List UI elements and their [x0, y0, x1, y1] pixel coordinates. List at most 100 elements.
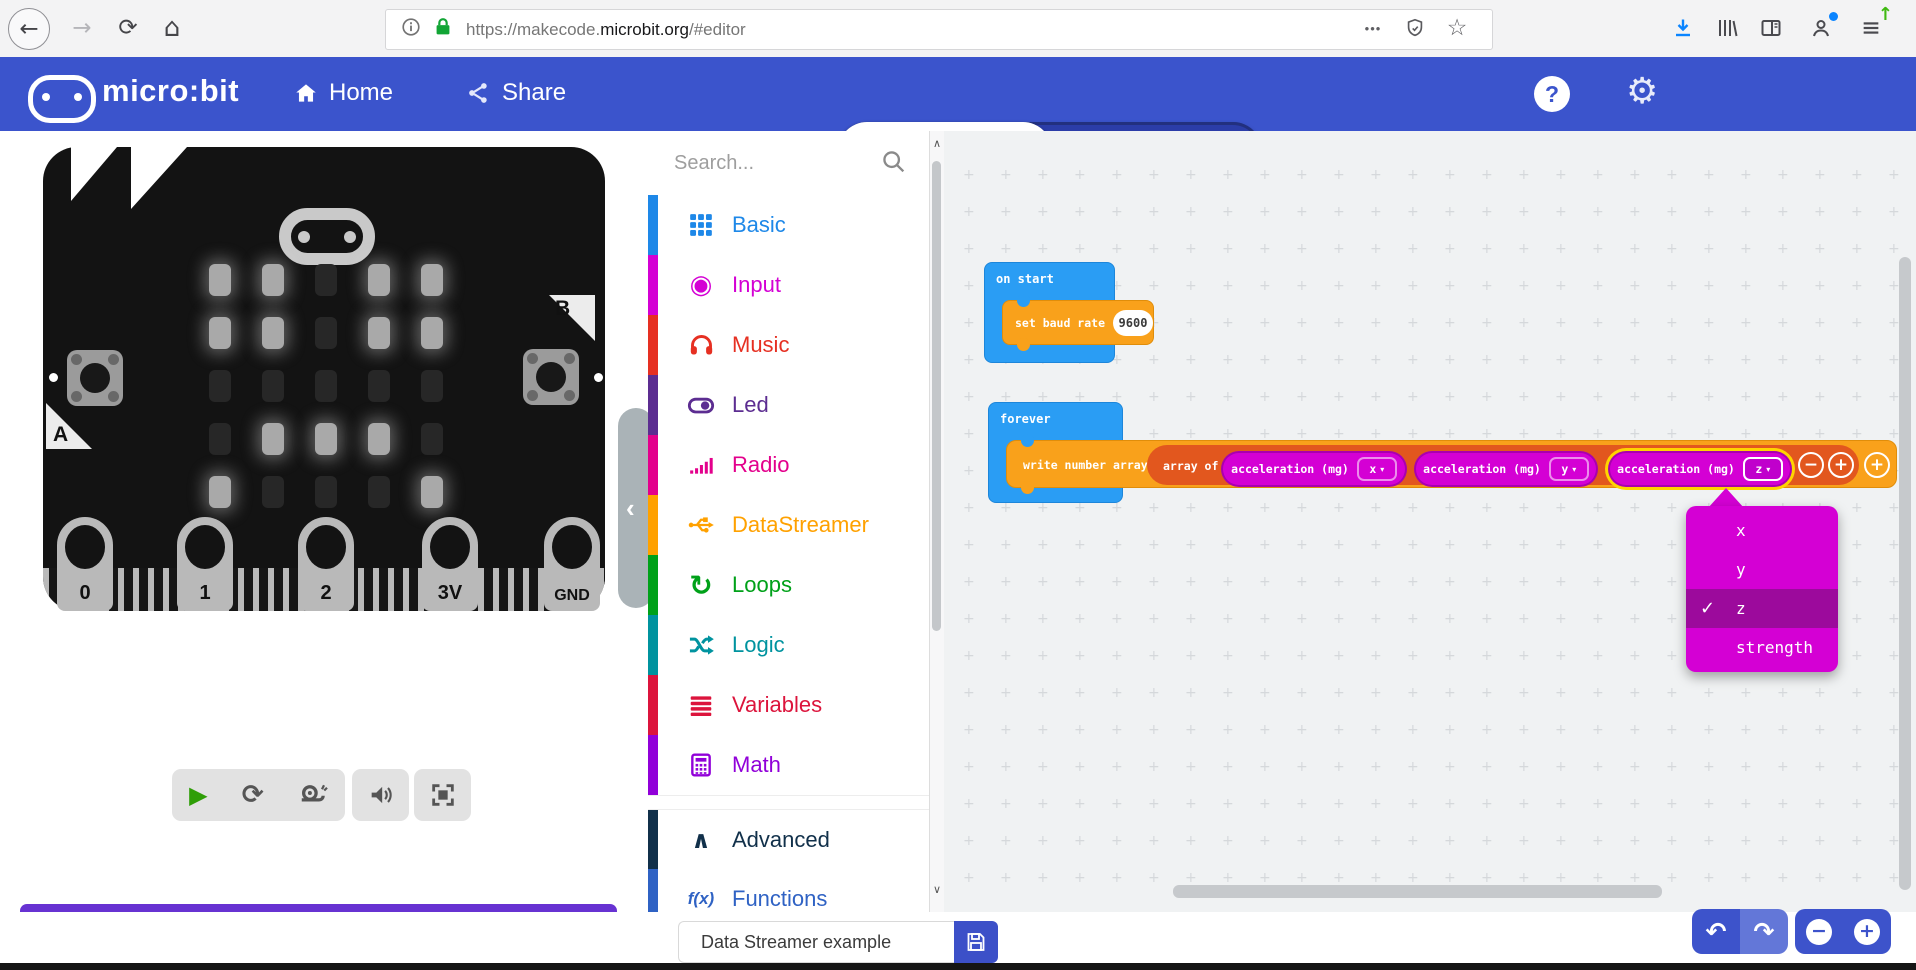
led-matrix[interactable]: [209, 264, 443, 508]
led-off[interactable]: [315, 370, 337, 402]
axis-dropdown-z[interactable]: z▾: [1742, 457, 1783, 481]
add-element-button[interactable]: +: [1828, 452, 1854, 478]
browser-home-button[interactable]: ⌂: [152, 8, 192, 48]
array-of-block[interactable]: array of acceleration (mg) x▾ accelerati…: [1147, 445, 1859, 487]
page-actions-button[interactable]: •••: [1358, 13, 1388, 43]
toolbox-scrollbar[interactable]: ∧ ∨: [929, 131, 944, 912]
download-button[interactable]: Download: [20, 904, 617, 912]
project-name-input[interactable]: [678, 921, 954, 963]
led-off[interactable]: [368, 476, 390, 508]
restart-button[interactable]: ⟳: [242, 780, 264, 810]
library-button[interactable]: [1712, 13, 1742, 43]
led-off[interactable]: [315, 264, 337, 296]
page-info-icon[interactable]: [400, 16, 422, 43]
home-menu-button[interactable]: Home: [293, 79, 393, 107]
pin-1[interactable]: 1: [177, 517, 233, 611]
downloads-button[interactable]: [1668, 13, 1698, 43]
dropdown-option-z[interactable]: ✓z: [1686, 589, 1838, 628]
add-value-button[interactable]: +: [1864, 452, 1890, 478]
led-off[interactable]: [315, 317, 337, 349]
share-button[interactable]: Share: [466, 79, 566, 107]
help-button[interactable]: ?: [1534, 76, 1570, 112]
pin-0[interactable]: 0: [57, 517, 113, 611]
sidebars-button[interactable]: [1756, 13, 1786, 43]
led-on[interactable]: [315, 423, 337, 455]
pin-2[interactable]: 2: [298, 517, 354, 611]
led-on[interactable]: [262, 423, 284, 455]
led-off[interactable]: [262, 370, 284, 402]
https-lock-icon[interactable]: [432, 16, 454, 43]
button-b[interactable]: [523, 349, 579, 405]
browser-refresh-button[interactable]: ⟳: [108, 8, 148, 48]
led-off[interactable]: [421, 370, 443, 402]
save-button[interactable]: [954, 921, 998, 963]
menu-button[interactable]: ↑: [1856, 4, 1893, 43]
category-variables[interactable]: Variables: [648, 675, 929, 736]
led-on[interactable]: [209, 476, 231, 508]
button-a[interactable]: [67, 350, 123, 406]
settings-button[interactable]: ⚙: [1626, 71, 1658, 112]
category-advanced[interactable]: ∧ Advanced: [648, 809, 929, 871]
browser-forward-button[interactable]: →: [62, 8, 102, 48]
dropdown-option-strength[interactable]: strength: [1686, 628, 1838, 667]
category-logic[interactable]: Logic: [648, 615, 929, 676]
scroll-down-icon[interactable]: ∨: [932, 883, 942, 896]
pin-gnd[interactable]: GND: [544, 517, 600, 611]
baud-rate-field[interactable]: 9600: [1113, 309, 1153, 336]
tracking-protection-button[interactable]: [1400, 13, 1430, 43]
remove-element-button[interactable]: −: [1798, 452, 1824, 478]
led-off[interactable]: [209, 423, 231, 455]
dropdown-option-y[interactable]: y: [1686, 550, 1838, 589]
search-icon[interactable]: [880, 148, 908, 181]
address-bar[interactable]: https://makecode.microbit.org/#editor: [385, 9, 1493, 50]
mute-button[interactable]: [352, 769, 409, 821]
led-on[interactable]: [209, 317, 231, 349]
led-on[interactable]: [368, 423, 390, 455]
fullscreen-button[interactable]: [414, 769, 471, 821]
led-off[interactable]: [315, 476, 337, 508]
category-radio[interactable]: Radio: [648, 435, 929, 496]
workspace-vscrollbar[interactable]: [1899, 257, 1911, 890]
category-music[interactable]: Music: [648, 315, 929, 376]
led-on[interactable]: [262, 264, 284, 296]
scroll-up-icon[interactable]: ∧: [932, 137, 942, 150]
play-button[interactable]: ▶: [189, 781, 207, 809]
acceleration-reporter-y[interactable]: acceleration (mg) y▾: [1414, 451, 1598, 487]
zoom-out-button[interactable]: −: [1795, 909, 1843, 954]
bookmark-star-button[interactable]: ☆: [1442, 13, 1472, 43]
set-baud-rate-block[interactable]: set baud rate 9600: [1002, 294, 1154, 351]
axis-dropdown-x[interactable]: x▾: [1356, 457, 1397, 481]
workspace-hscrollbar[interactable]: [1173, 885, 1662, 898]
toolbox-scroll-thumb[interactable]: [932, 161, 941, 631]
led-off[interactable]: [421, 423, 443, 455]
led-on[interactable]: [262, 317, 284, 349]
led-on[interactable]: [209, 264, 231, 296]
search-input[interactable]: [672, 145, 866, 181]
write-number-array-block[interactable]: write number array array of acceleration…: [1006, 434, 1897, 494]
category-loops[interactable]: ↻ Loops: [648, 555, 929, 616]
led-off[interactable]: [368, 370, 390, 402]
slowmo-button[interactable]: [298, 778, 328, 813]
category-led[interactable]: Led: [648, 375, 929, 436]
undo-button[interactable]: ↶: [1692, 909, 1740, 954]
acceleration-reporter-z[interactable]: acceleration (mg) z▾: [1608, 451, 1792, 487]
browser-back-button[interactable]: ←: [8, 8, 50, 50]
led-on[interactable]: [421, 264, 443, 296]
led-on[interactable]: [368, 317, 390, 349]
pin-3v[interactable]: 3V: [422, 517, 478, 611]
blocks-workspace[interactable]: ++++++++++++++++++++++++++++++++++++++++…: [943, 131, 1916, 912]
acceleration-reporter-x[interactable]: acceleration (mg) x▾: [1221, 451, 1407, 487]
category-basic[interactable]: Basic: [648, 195, 929, 256]
led-on[interactable]: [368, 264, 390, 296]
axis-dropdown-y[interactable]: y▾: [1548, 457, 1589, 481]
led-on[interactable]: [421, 476, 443, 508]
category-math[interactable]: Math: [648, 735, 929, 796]
category-datastreamer[interactable]: DataStreamer: [648, 495, 929, 556]
dropdown-option-x[interactable]: x: [1686, 511, 1838, 550]
redo-button[interactable]: ↷: [1740, 909, 1788, 954]
led-on[interactable]: [421, 317, 443, 349]
account-button[interactable]: [1806, 12, 1838, 43]
board-logo-oval[interactable]: [279, 208, 375, 265]
led-off[interactable]: [262, 476, 284, 508]
led-off[interactable]: [209, 370, 231, 402]
